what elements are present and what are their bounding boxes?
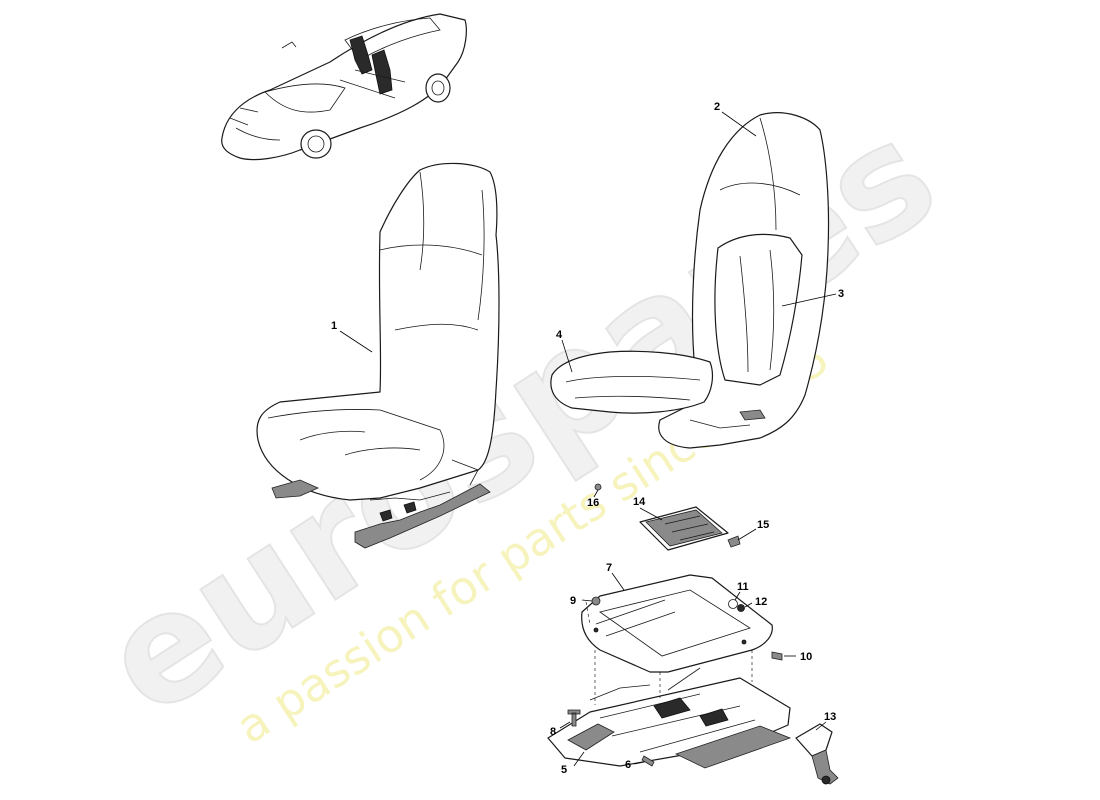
callout-6: 6 bbox=[625, 759, 631, 771]
callout-labels: 1 2 3 4 5 6 7 8 9 10 11 12 13 14 15 16 bbox=[331, 101, 844, 776]
part-10-bolt bbox=[771, 651, 783, 661]
part-8-bolt bbox=[567, 709, 581, 727]
assembly-guide-lines bbox=[585, 601, 753, 705]
part-15-bolt bbox=[727, 535, 741, 548]
part-14-illustration bbox=[639, 506, 729, 551]
watermark-brand: eurospares bbox=[75, 88, 965, 750]
callout-15: 15 bbox=[757, 519, 769, 531]
part-5-illustration bbox=[547, 667, 792, 769]
callout-9: 9 bbox=[570, 595, 576, 607]
callout-16: 16 bbox=[587, 497, 599, 509]
callout-1: 1 bbox=[331, 320, 337, 332]
callout-2: 2 bbox=[714, 101, 720, 113]
part-13-illustration bbox=[795, 723, 839, 785]
part-11-washer bbox=[728, 599, 738, 609]
callout-7: 7 bbox=[606, 562, 612, 574]
callout-14: 14 bbox=[633, 496, 646, 508]
callout-3: 3 bbox=[838, 288, 844, 300]
car-overview-illustration bbox=[221, 13, 467, 161]
callout-8: 8 bbox=[550, 726, 556, 738]
seat-right-illustration bbox=[550, 112, 830, 449]
callout-10: 10 bbox=[800, 651, 812, 663]
part-12-nut bbox=[737, 604, 745, 612]
part-7-illustration bbox=[581, 574, 773, 673]
seat-left-illustration bbox=[256, 162, 500, 549]
part-16-screw bbox=[594, 483, 602, 491]
callout-4: 4 bbox=[556, 329, 563, 341]
callout-5: 5 bbox=[561, 764, 567, 776]
fastener-illustrations bbox=[567, 483, 783, 767]
watermark: eurospares a passion for parts since 198… bbox=[74, 87, 966, 755]
part-6-bolt bbox=[641, 755, 655, 767]
callout-11: 11 bbox=[737, 581, 749, 593]
part-9-nut bbox=[591, 596, 601, 606]
leader-lines bbox=[339, 111, 837, 767]
callout-13: 13 bbox=[824, 711, 836, 723]
callout-12: 12 bbox=[755, 596, 767, 608]
